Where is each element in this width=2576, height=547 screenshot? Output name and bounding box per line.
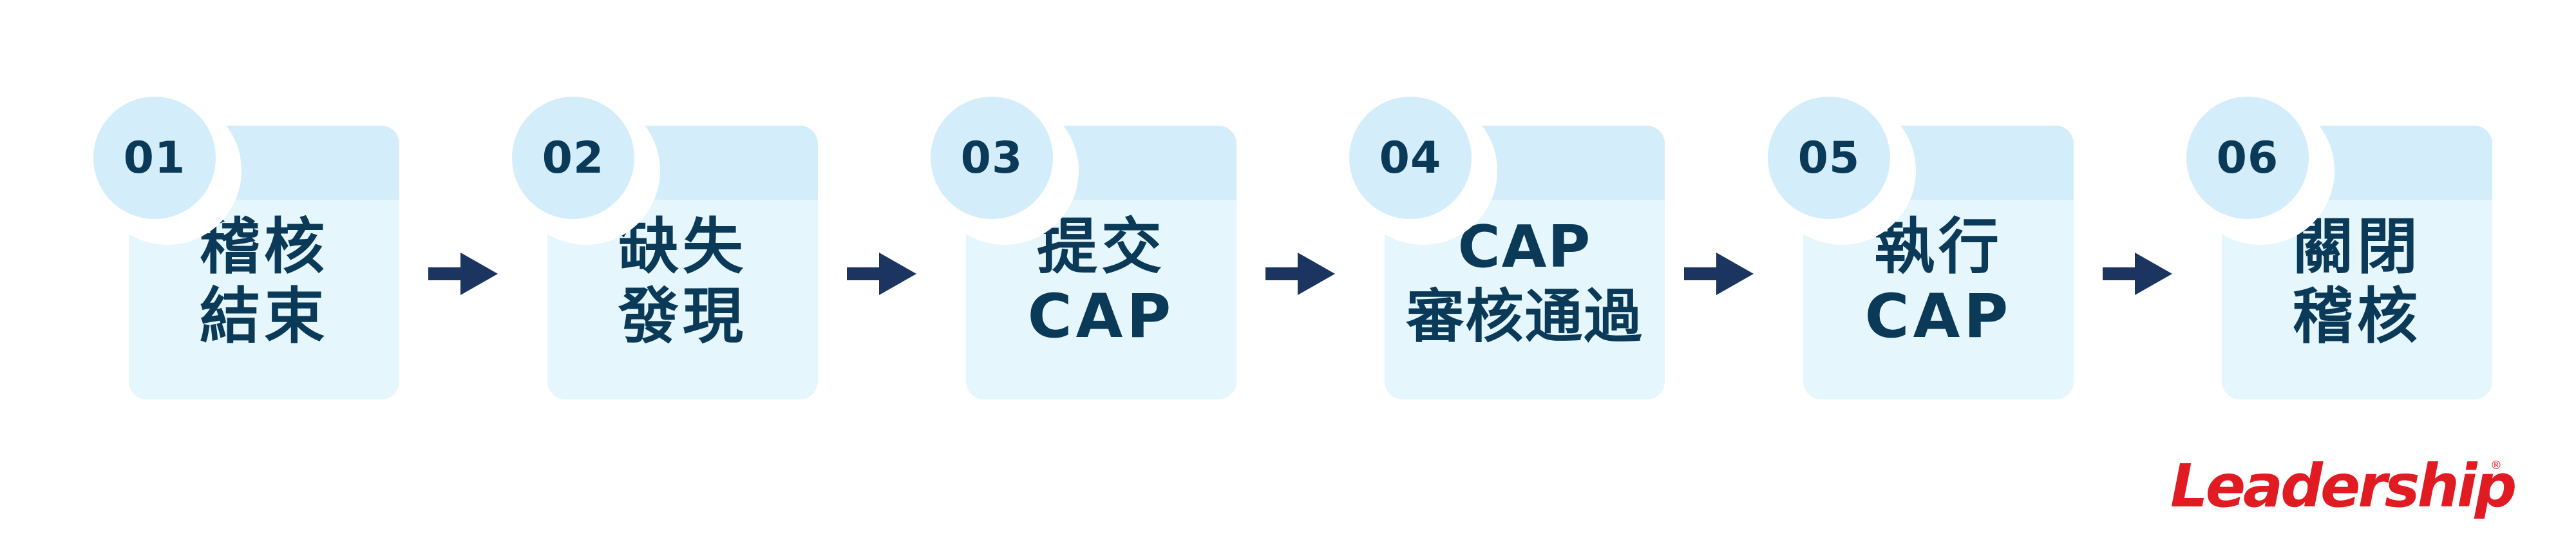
step-label: 提交 CAP bbox=[966, 193, 1236, 370]
step-number: 02 bbox=[542, 132, 605, 184]
step-number: 01 bbox=[123, 132, 186, 184]
step-number: 05 bbox=[1797, 132, 1861, 184]
step-number-badge: 02 bbox=[512, 97, 660, 245]
step-number-badge: 05 bbox=[1768, 97, 1916, 245]
registered-mark: ® bbox=[2490, 459, 2502, 472]
step-label-text: 關閉 稽核 bbox=[2292, 211, 2421, 352]
step-1: 稽核 結束 01 bbox=[93, 97, 399, 399]
step-label: 稽核 結束 bbox=[129, 193, 399, 370]
step-number-badge: 04 bbox=[1349, 97, 1497, 245]
leadership-logo: Leadership ® bbox=[2170, 451, 2517, 522]
step-label-text: 提交 CAP bbox=[1027, 211, 1175, 352]
step-label: CAP 審核通過 bbox=[1385, 193, 1665, 370]
arrow-right-icon bbox=[1684, 253, 1754, 295]
step-label-text: CAP 審核通過 bbox=[1406, 213, 1643, 350]
step-number-badge: 01 bbox=[93, 97, 242, 245]
step-3: 提交 CAP 03 bbox=[931, 97, 1236, 399]
arrow-right-icon bbox=[1265, 253, 1335, 295]
step-label: 關閉 稽核 bbox=[2222, 193, 2492, 370]
step-number: 03 bbox=[960, 132, 1023, 184]
step-2: 缺失 發現 02 bbox=[512, 97, 818, 399]
step-4: CAP 審核通過 04 bbox=[1349, 97, 1665, 399]
arrow-right-icon bbox=[2103, 253, 2172, 295]
step-number-badge: 06 bbox=[2186, 97, 2334, 245]
arrow-right-icon bbox=[847, 253, 916, 295]
step-label: 執行 CAP bbox=[1803, 193, 2074, 370]
step-label: 缺失 發現 bbox=[547, 193, 818, 370]
logo-wordmark: Leadership bbox=[2170, 452, 2517, 521]
step-label-text: 稽核 結束 bbox=[199, 211, 328, 352]
step-number-badge: 03 bbox=[931, 97, 1079, 245]
step-6: 關閉 稽核 06 bbox=[2186, 97, 2492, 399]
step-5: 執行 CAP 05 bbox=[1768, 97, 2074, 399]
step-number: 04 bbox=[1379, 132, 1442, 184]
arrow-right-icon bbox=[428, 253, 498, 295]
step-label-text: 執行 CAP bbox=[1864, 211, 2012, 352]
step-label-text: 缺失 發現 bbox=[618, 211, 747, 352]
step-number: 06 bbox=[2216, 132, 2279, 184]
